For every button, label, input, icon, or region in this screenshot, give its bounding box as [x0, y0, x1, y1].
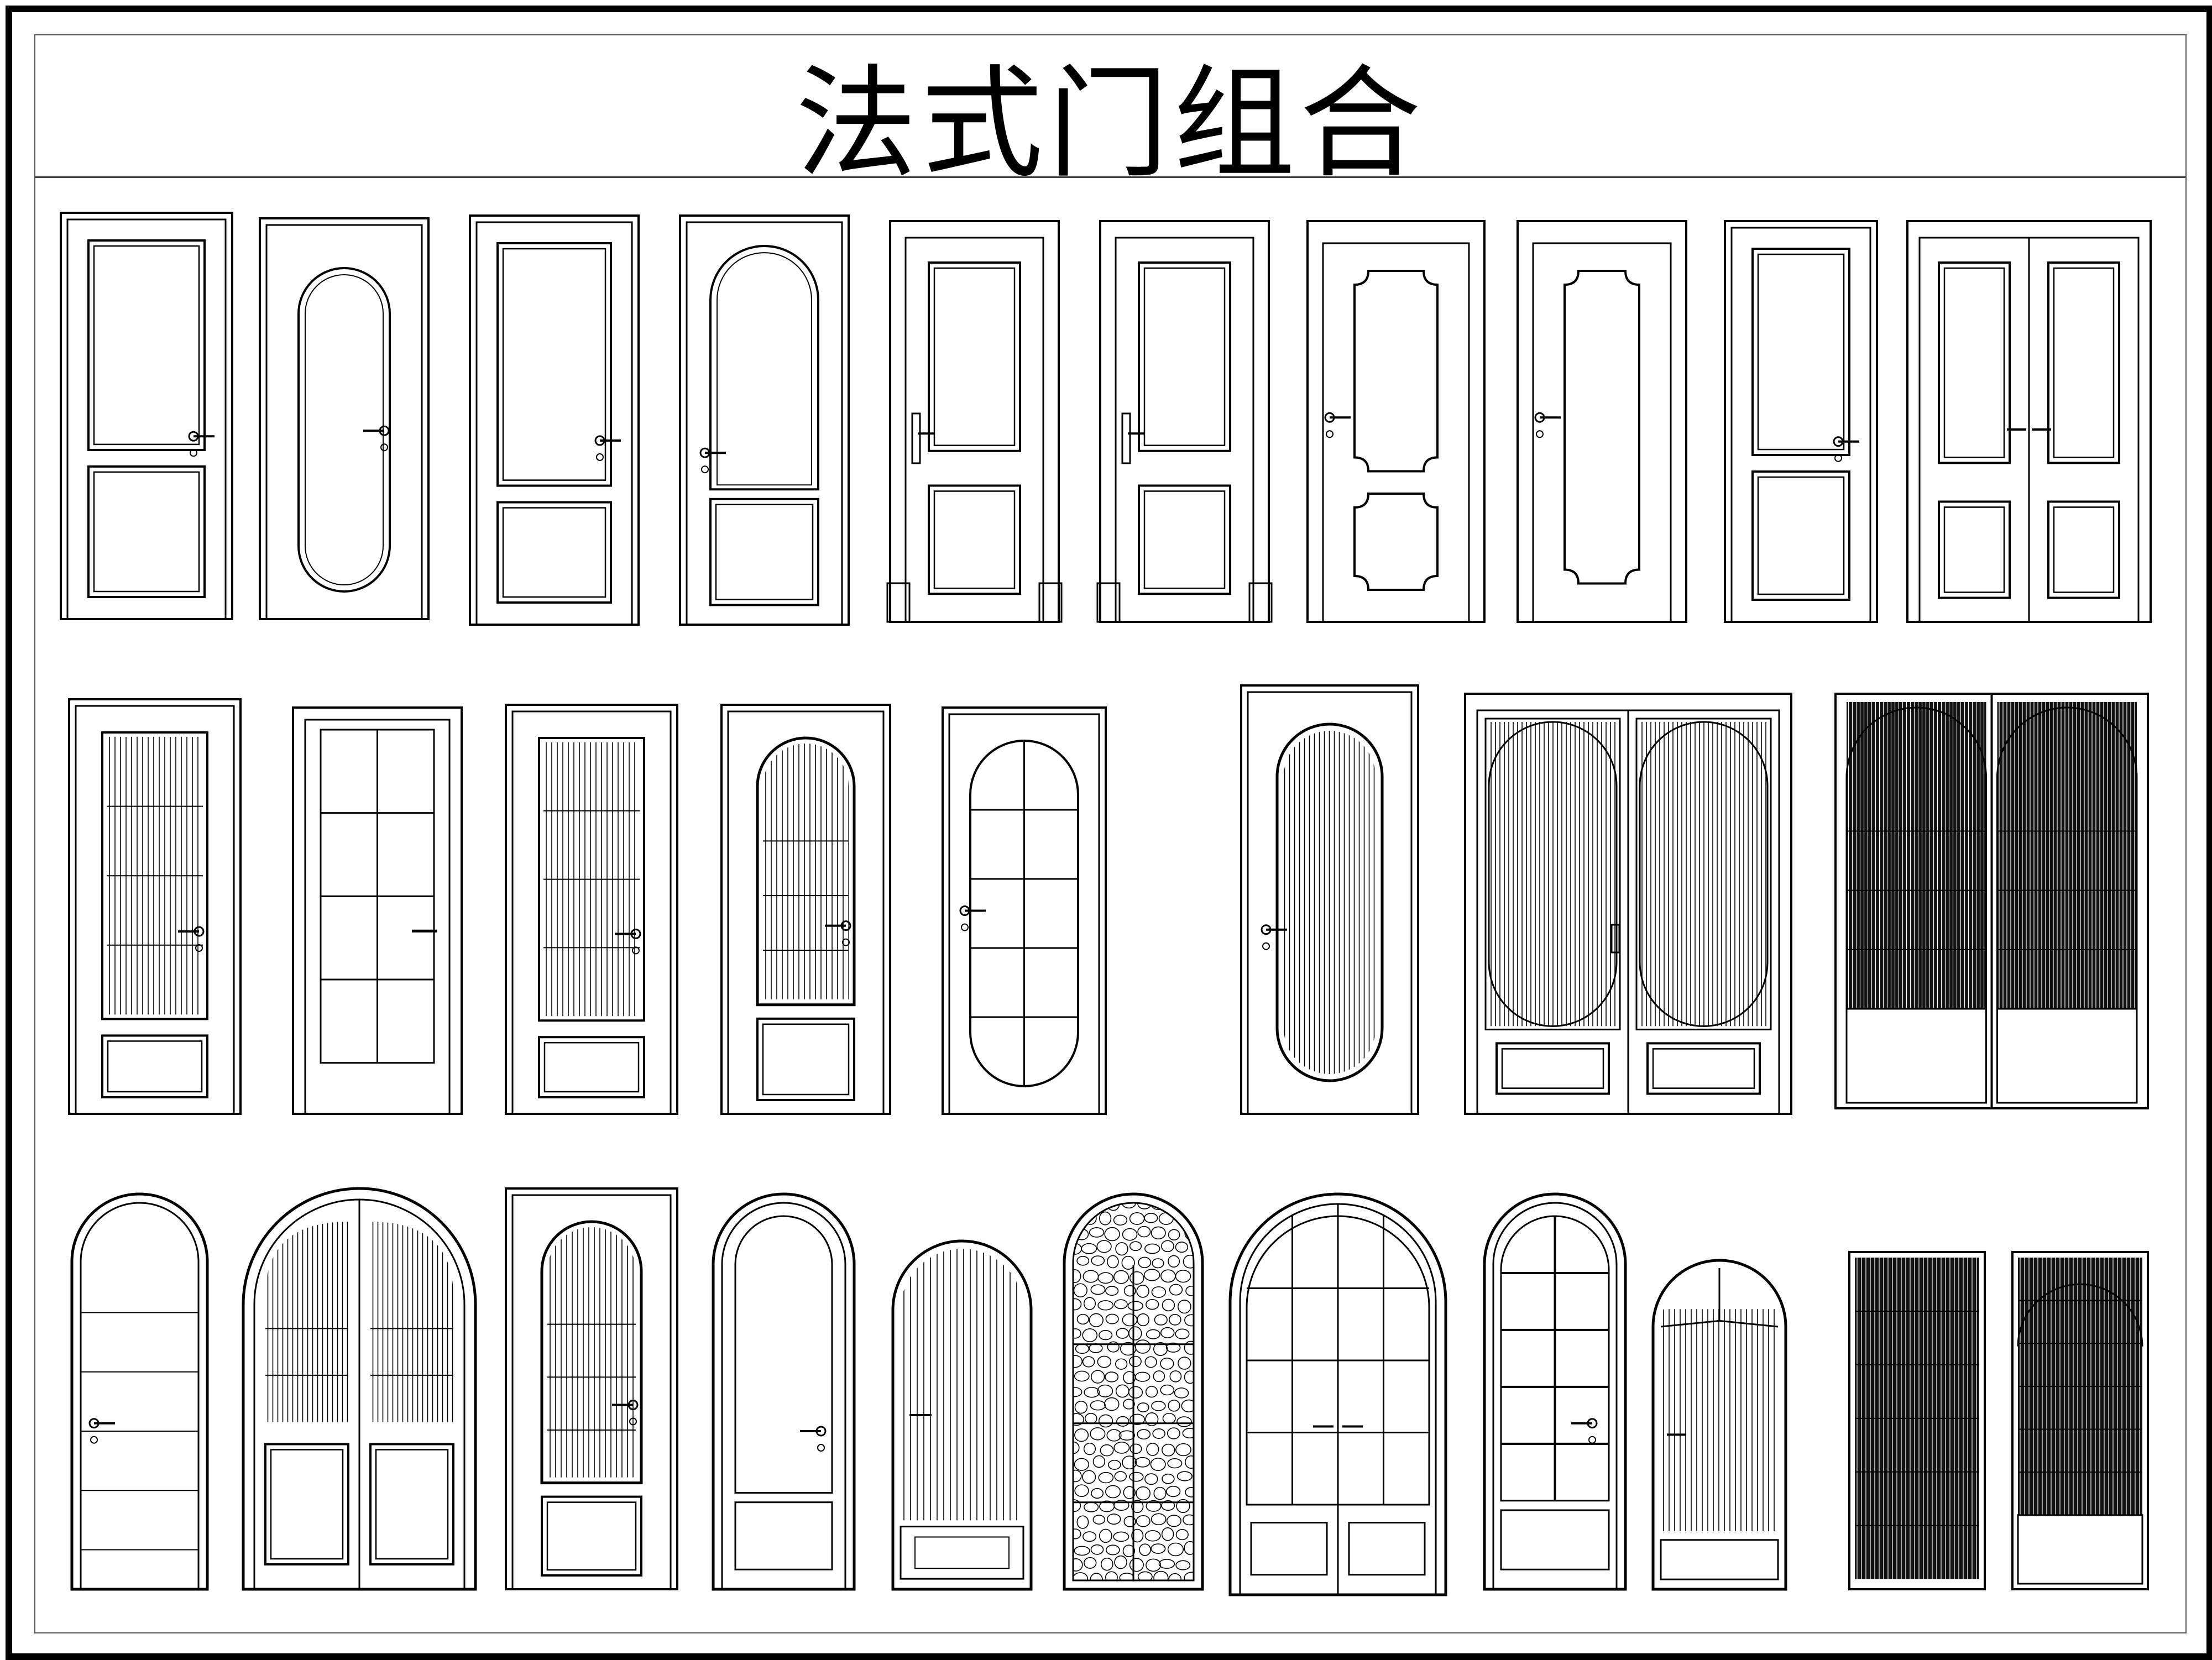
door-elevation-14: [720, 704, 891, 1115]
sheet-title: 法式门组合: [795, 53, 1426, 195]
door-elevation-21: [505, 1187, 678, 1590]
door-elevation-24: [1063, 1192, 1204, 1591]
door-elevation-28: [1848, 1251, 1986, 1590]
door-elevation-22: [712, 1192, 856, 1591]
door-elevation-4: [679, 214, 850, 626]
door-elevation-10: [1906, 220, 2152, 623]
door-elevation-3: [469, 214, 640, 626]
title-divider: [35, 176, 2185, 178]
door-elevation-17: [1464, 693, 1792, 1115]
door-elevation-20: [242, 1187, 477, 1591]
door-elevation-1: [60, 212, 233, 620]
door-elevation-5: [886, 220, 1063, 623]
door-elevation-12: [292, 706, 463, 1115]
door-elevation-18: [1834, 693, 2149, 1109]
door-elevation-15: [942, 706, 1107, 1115]
door-elevation-7: [1306, 220, 1486, 623]
door-elevation-11: [68, 698, 242, 1115]
door-elevation-6: [1096, 220, 1273, 623]
door-elevation-9: [1724, 220, 1878, 623]
door-elevation-2: [259, 217, 430, 620]
door-elevation-19: [70, 1192, 209, 1591]
door-elevation-13: [505, 704, 678, 1115]
door-elevation-16: [1240, 684, 1419, 1115]
door-elevation-29: [2011, 1251, 2149, 1590]
door-elevation-8: [1516, 220, 1687, 623]
door-elevation-23: [891, 1239, 1033, 1591]
door-elevation-27: [1651, 1259, 1787, 1591]
door-elevation-25: [1228, 1192, 1447, 1596]
door-elevation-26: [1483, 1192, 1627, 1591]
inner-border: 法式门组合: [34, 34, 2187, 1633]
